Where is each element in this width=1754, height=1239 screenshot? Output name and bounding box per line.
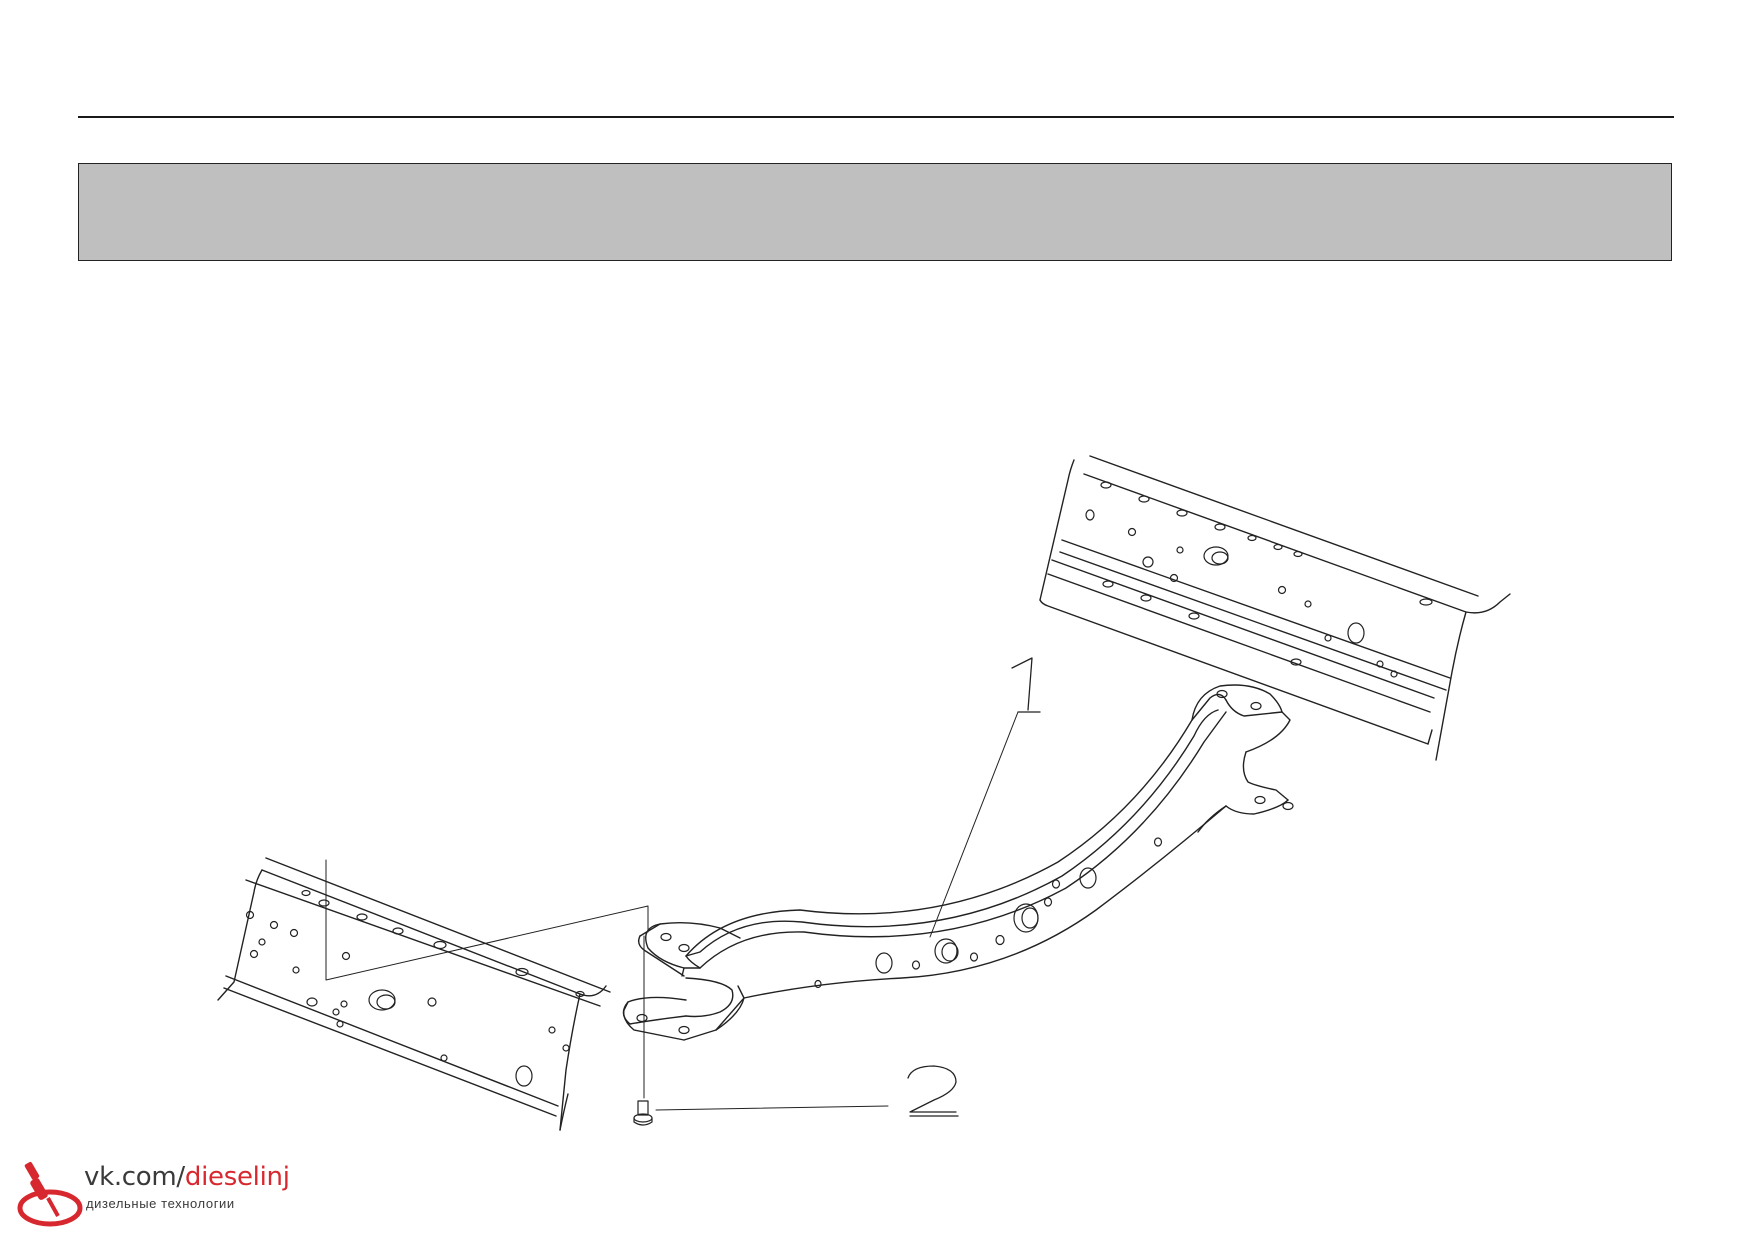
logo-subtitle: дизельные технологии [86,1196,235,1211]
top-rule [78,116,1674,118]
callout-2-glyph [907,1065,959,1117]
bolt [633,1100,653,1126]
header-band [78,163,1672,261]
vk-dieselinj-logo[interactable]: vk.com/dieselinj дизельные технологии [14,1158,314,1230]
left-rail-holes [245,889,585,1087]
callout-1-glyph [1011,657,1041,713]
logo-url: vk.com/dieselinj [84,1162,290,1192]
cross-member-holes [636,689,1294,1035]
fuel-injector-logo-icon [17,1161,83,1227]
logo-url-highlight: dieselinj [184,1162,290,1192]
right-rail-holes [1085,481,1433,678]
right-frame-rail [1039,455,1511,761]
leader-lines [325,711,1019,1111]
left-frame-rail [217,857,611,1131]
logo-url-prefix: vk.com/ [84,1162,185,1192]
cross-member [622,684,1294,1041]
